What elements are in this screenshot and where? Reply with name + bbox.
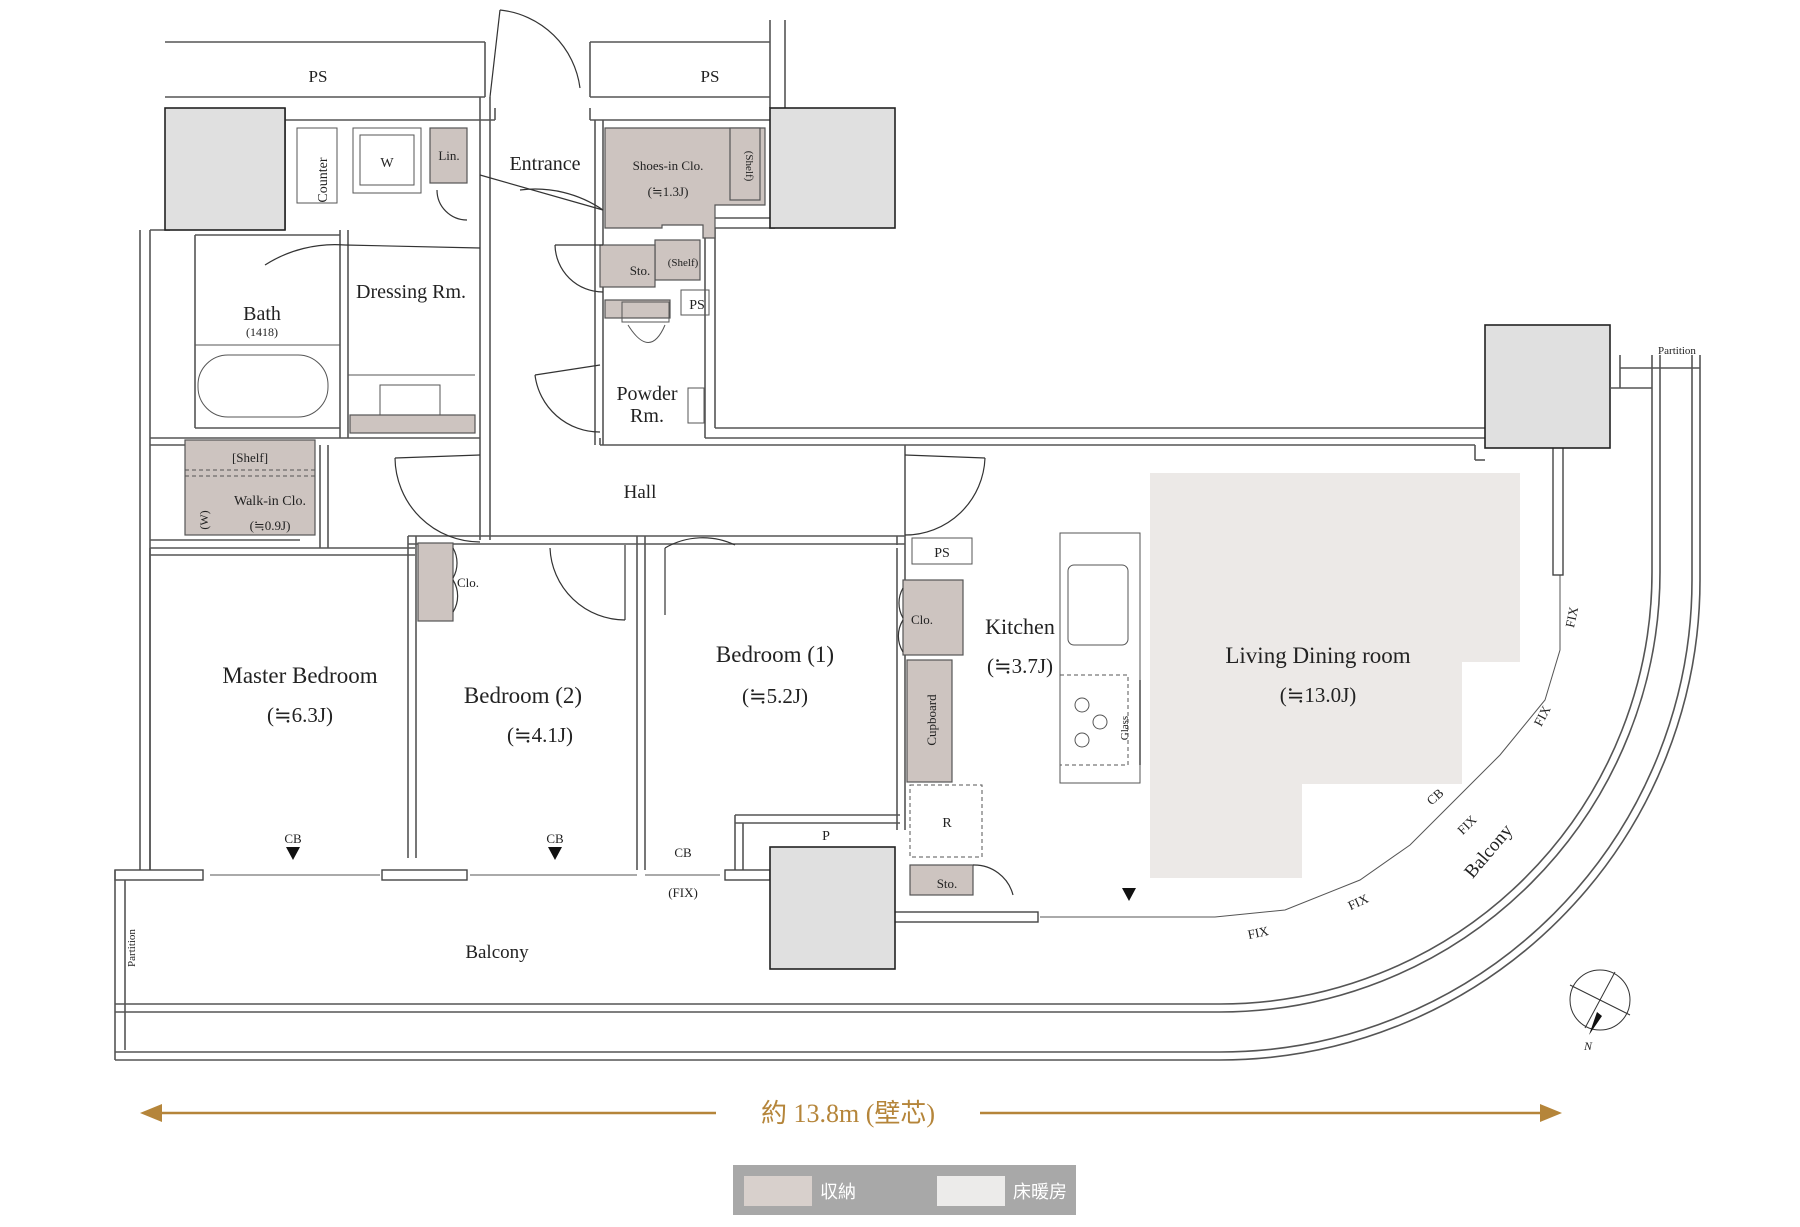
label-closet-b: Clo. bbox=[911, 612, 933, 627]
label-shelf-a: (Shelf) bbox=[743, 151, 755, 182]
label-storage-b: Sto. bbox=[937, 876, 958, 891]
label-fix-paren: (FIX) bbox=[668, 885, 698, 900]
label-bath-size: (1418) bbox=[246, 325, 278, 339]
legend-floor-heating-label: 床暖房 bbox=[1013, 1182, 1067, 1202]
label-washer: W bbox=[380, 156, 394, 171]
label-balcony-south: Balcony bbox=[465, 942, 529, 963]
label-wic-area: (≒0.9J) bbox=[250, 518, 291, 533]
storage-areas bbox=[184, 127, 974, 896]
windows bbox=[114, 444, 1564, 923]
label-cb-4: CB bbox=[1424, 785, 1447, 808]
label-bed1: Bedroom (1) bbox=[716, 642, 834, 667]
label-bath: Bath bbox=[243, 303, 281, 325]
doors bbox=[264, 9, 1014, 896]
label-wic: Walk-in Clo. bbox=[234, 494, 306, 509]
label-fix-4: FIX bbox=[1530, 703, 1553, 729]
legend-storage-swatch bbox=[744, 1176, 812, 1206]
balcony-rail bbox=[114, 355, 1701, 1061]
label-ps-right: PS bbox=[701, 67, 720, 86]
label-shoes-closet-area: (≒1.3J) bbox=[648, 184, 689, 199]
label-powder-1: Powder bbox=[616, 383, 677, 405]
room-labels: PS PS Counter W Lin. Entrance Shoes-in C… bbox=[126, 67, 1696, 1053]
label-cb-2: CB bbox=[546, 831, 564, 846]
label-fridge: R bbox=[942, 816, 952, 831]
label-shelf-wic: [Shelf] bbox=[232, 450, 268, 465]
label-partition-left: Partition bbox=[126, 929, 138, 967]
walls bbox=[139, 20, 1485, 870]
north-compass bbox=[1569, 969, 1631, 1035]
label-north: N bbox=[1583, 1039, 1593, 1053]
legend: 収納 床暖房 bbox=[733, 1165, 1076, 1215]
label-fix-3: FIX bbox=[1454, 812, 1480, 838]
label-fix-2: FIX bbox=[1345, 890, 1371, 913]
label-cb-3: CB bbox=[674, 845, 692, 860]
legend-storage-label: 収納 bbox=[820, 1182, 856, 1202]
columns bbox=[164, 107, 1611, 970]
label-kitchen: Kitchen bbox=[985, 614, 1055, 639]
label-fix-5: FIX bbox=[1562, 605, 1581, 629]
label-ps-small: PS bbox=[689, 298, 705, 313]
label-master-area: (≒6.3J) bbox=[267, 703, 333, 727]
label-bed1-area: (≒5.2J) bbox=[742, 684, 808, 708]
label-linen: Lin. bbox=[438, 148, 459, 163]
label-wic-w: (W) bbox=[197, 510, 211, 529]
label-pipe: P bbox=[822, 829, 830, 844]
dimension-label: 約 13.8m (壁芯) bbox=[761, 1099, 935, 1128]
label-entrance: Entrance bbox=[509, 153, 580, 175]
label-fix-1: FIX bbox=[1246, 923, 1270, 942]
label-shelf-b: (Shelf) bbox=[668, 257, 699, 269]
label-master: Master Bedroom bbox=[222, 663, 377, 688]
label-ps-kitchen: PS bbox=[934, 546, 950, 561]
label-counter: Counter bbox=[316, 157, 331, 202]
label-cb-1: CB bbox=[284, 831, 302, 846]
label-hall: Hall bbox=[624, 482, 657, 503]
dimension-line: 約 13.8m (壁芯) bbox=[140, 1099, 1562, 1128]
label-ldk-area: (≒13.0J) bbox=[1280, 683, 1357, 707]
floor-heating-area bbox=[1150, 473, 1520, 878]
label-ldk: Living Dining room bbox=[1225, 643, 1410, 668]
label-closet-a: Clo. bbox=[457, 575, 479, 590]
fixtures bbox=[197, 127, 1141, 858]
label-bed2: Bedroom (2) bbox=[464, 683, 582, 708]
label-glass: Glass bbox=[1119, 716, 1131, 740]
legend-floor-heating-swatch bbox=[937, 1176, 1005, 1206]
label-kitchen-area: (≒3.7J) bbox=[987, 654, 1053, 678]
label-cupboard: Cupboard bbox=[924, 694, 939, 746]
label-powder-2: Rm. bbox=[630, 405, 664, 427]
label-partition-top: Partition bbox=[1658, 345, 1696, 357]
label-storage-a: Sto. bbox=[630, 263, 651, 278]
label-shoes-closet: Shoes-in Clo. bbox=[633, 158, 704, 173]
label-dressing: Dressing Rm. bbox=[356, 281, 466, 303]
label-ps-left: PS bbox=[309, 67, 328, 86]
label-bed2-area: (≒4.1J) bbox=[507, 723, 573, 747]
markers bbox=[286, 847, 1136, 901]
